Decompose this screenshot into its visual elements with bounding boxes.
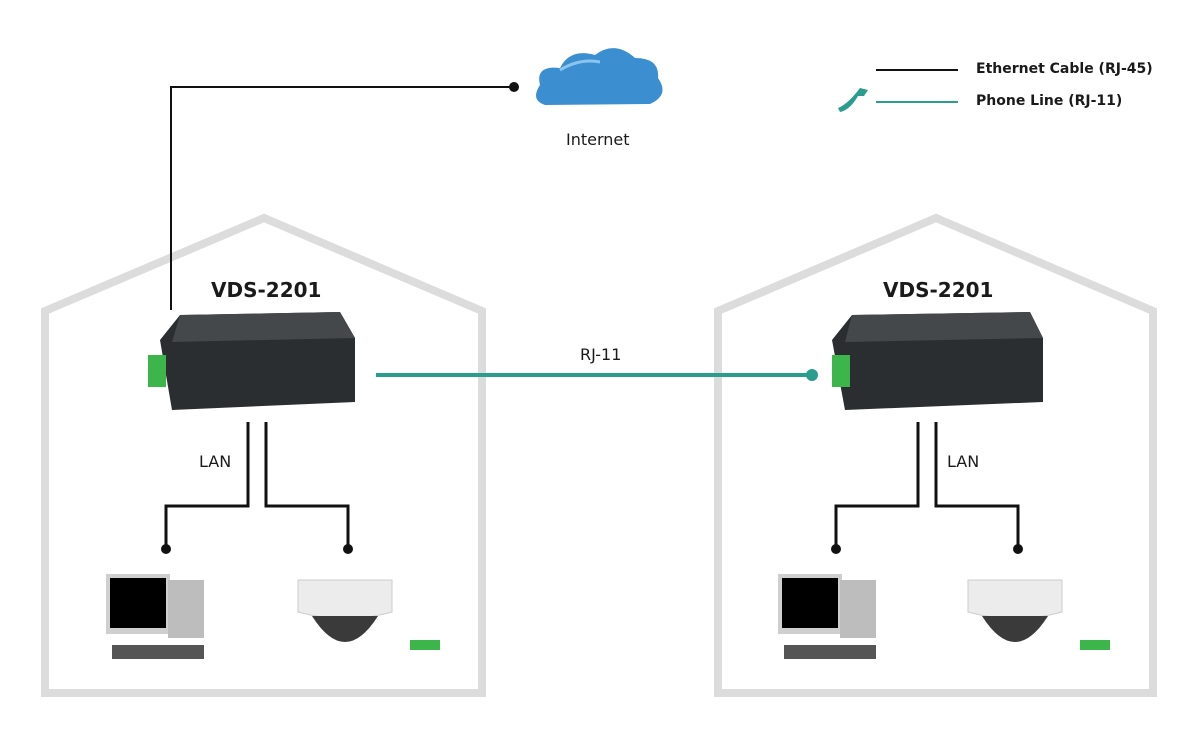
ethernet-uplink	[170, 86, 514, 310]
lan-line-cam-right	[934, 422, 1020, 549]
lan-label-right: LAN	[947, 452, 980, 471]
dome-camera-icon	[297, 579, 440, 650]
dome-camera-icon	[967, 579, 1110, 650]
lan-line-pc-right	[834, 422, 920, 549]
phone-line-dot	[806, 369, 818, 381]
legend-ethernet-label: Ethernet Cable (RJ-45)	[976, 61, 1153, 77]
vds-device-right	[832, 312, 1043, 410]
lan-line-cam-left	[264, 422, 350, 549]
rj11-link-label: RJ-11	[580, 345, 622, 364]
internet-label: Internet	[566, 130, 630, 149]
device-title-right: VDS-2201	[883, 278, 994, 302]
lan-line-pc-left	[164, 422, 250, 549]
vds-device-left	[148, 312, 355, 410]
lan-label-left: LAN	[199, 452, 232, 471]
cloud-icon	[536, 48, 663, 105]
device-title-left: VDS-2201	[211, 278, 322, 302]
uplink-dot	[509, 82, 519, 92]
desktop-computer-icon	[106, 574, 204, 659]
house-left	[41, 213, 486, 697]
phone-icon	[838, 88, 868, 112]
desktop-computer-icon	[778, 574, 876, 659]
legend-phone-label: Phone Line (RJ-11)	[976, 93, 1123, 109]
